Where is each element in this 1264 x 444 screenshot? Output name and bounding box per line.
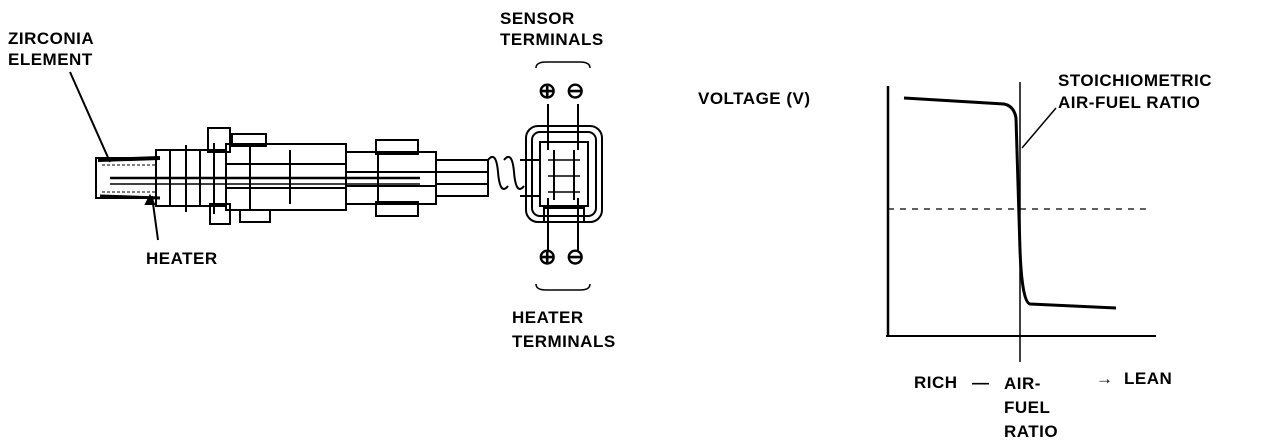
y-axis-label: VOLTAGE (V) [698, 89, 811, 108]
leader-lines [69, 71, 159, 241]
voltage-curve [903, 96, 1117, 310]
voltage-graph [886, 82, 1156, 362]
heater-terminal-minus-icon: ⊖ [566, 244, 585, 269]
sensor-terminal-minus-icon: ⊖ [566, 78, 585, 103]
x-axis-dash: — [972, 373, 990, 392]
heater-terminal-plus-icon: ⊕ [538, 244, 557, 269]
x-axis-lean-label: LEAN [1124, 369, 1173, 388]
stoichiometric-label: STOICHIOMETRIC AIR-FUEL RATIO [1058, 71, 1213, 112]
sensor-terminal-plus-icon: ⊕ [538, 78, 557, 103]
heater-terminals-label: HEATER TERMINALS [512, 308, 616, 351]
x-axis-arrow-icon: → [1096, 369, 1114, 388]
sensor-terminals-label: SENSOR TERMINALS [500, 9, 604, 49]
oxygen-sensor-body [95, 127, 540, 225]
connector-plug [525, 104, 603, 252]
terminal-brackets [535, 61, 591, 291]
heater-label: HEATER [146, 249, 218, 268]
x-axis-air-fuel-ratio-label: AIR- FUEL RATIO [1004, 374, 1059, 441]
stoichiometric-leader-line [1021, 107, 1057, 149]
zirconia-element-label: ZIRCONIA ELEMENT [8, 29, 95, 69]
x-axis-rich-label: RICH [914, 373, 958, 392]
zirconia-leader-line [69, 71, 111, 163]
